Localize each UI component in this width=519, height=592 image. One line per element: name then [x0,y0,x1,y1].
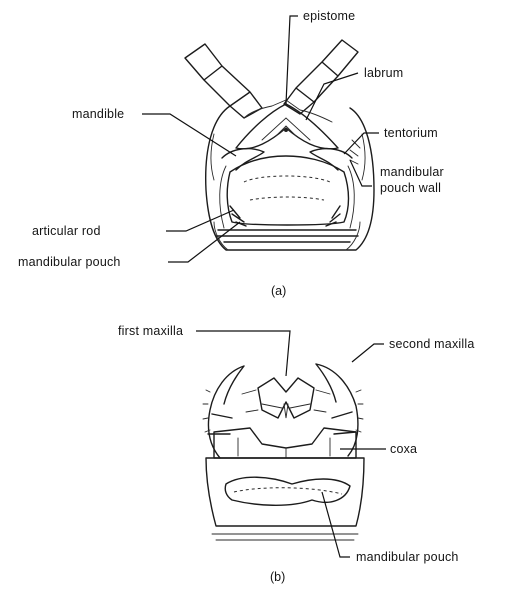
label-epistome: epistome [303,9,355,23]
label-labrum: labrum [364,66,403,80]
label-mandibular-pouch-b: mandibular pouch [356,550,459,564]
coxa-plate [214,428,356,458]
label-mandibular-pouch-a: mandibular pouch [18,255,121,269]
ventral-band [216,230,358,242]
label-mandibular-pouch-wall-line2: pouch wall [380,181,441,195]
label-first-maxilla: first maxilla [118,324,183,338]
label-mandible: mandible [72,107,124,121]
label-articular-rod: articular rod [32,224,101,238]
second-maxilla-right [316,364,358,456]
label-coxa: coxa [390,442,417,456]
lower-body-b [206,458,364,526]
head-drawing-b [203,364,364,540]
leaders-b [196,331,386,557]
label-tentorium: tentorium [384,126,438,140]
left-antenna [185,44,262,118]
first-maxilla [258,378,314,418]
oral-cavity [227,156,348,225]
caption-a: (a) [271,284,286,298]
label-second-maxilla: second maxilla [389,337,474,351]
caption-b: (b) [270,570,285,584]
label-mandibular-pouch-wall-line1: mandibular [380,165,444,179]
